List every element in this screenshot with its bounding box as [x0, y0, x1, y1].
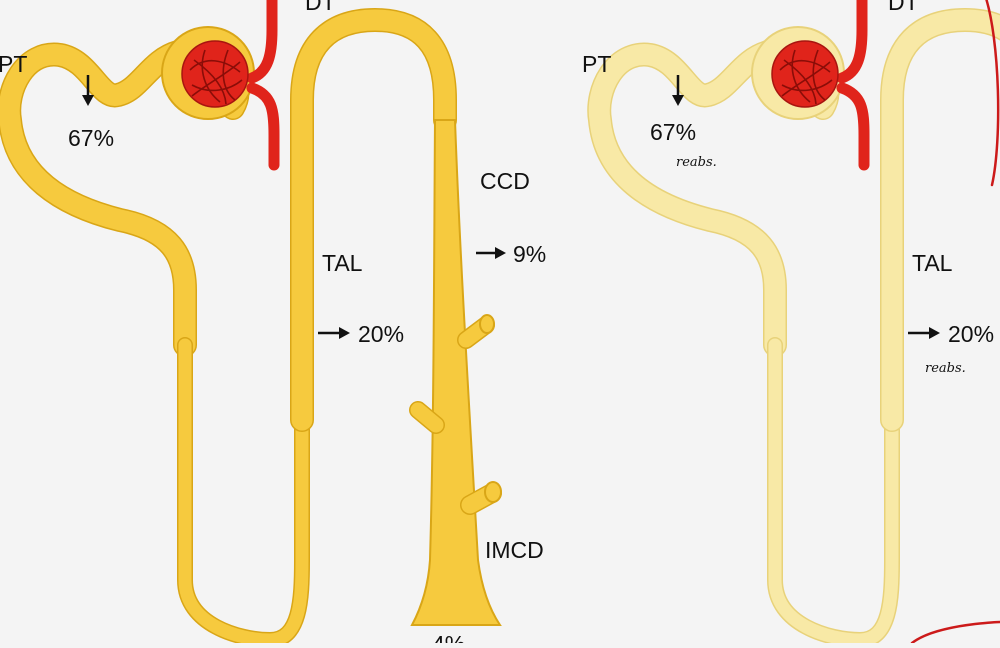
left-label-ccd: CCD: [480, 168, 530, 194]
right-arrows: [672, 75, 940, 339]
left-label-tal: TAL: [322, 250, 363, 276]
left-glomerulus-network: [189, 49, 243, 105]
left-label-ccd-pct: 9%: [513, 241, 546, 267]
left-collecting-duct: [410, 119, 502, 626]
right-labels: DT PT 67% TAL 20%: [582, 0, 994, 347]
left-duct-branch-upper-opening: [479, 314, 495, 334]
right-annotations: reabs. reabs.: [676, 0, 1000, 643]
left-vessel-efferent: [246, 82, 280, 171]
right-glomerulus-network: [779, 49, 833, 105]
right-thick-ascending-limb: [881, 9, 1000, 431]
left-arrows: [82, 75, 506, 339]
annotation-scribble-bottom: [910, 620, 1000, 643]
left-duct-branch-left: [410, 402, 444, 433]
right-loop-of-henle: [768, 338, 899, 643]
handwritten-note-pt: reabs.: [676, 155, 717, 170]
left-label-pt: PT: [0, 51, 27, 77]
left-label-dt: DT: [305, 0, 336, 15]
left-label-imcd: IMCD: [485, 537, 544, 563]
right-label-dt: DT: [888, 0, 919, 15]
annotation-bracket-right: [985, 0, 1000, 187]
right-label-tal-pct: 20%: [948, 321, 994, 347]
right-vessel-efferent: [836, 82, 870, 171]
left-thick-ascending-limb: [291, 9, 456, 431]
left-duct-branch-lower-opening: [484, 481, 502, 503]
left-panel: DT PT 67% TAL 20% CCD 9% IMCD 4%: [0, 0, 546, 643]
handwritten-note-tal: reabs.: [925, 361, 966, 376]
left-nephron: [0, 0, 502, 643]
left-label-tal-pct: 20%: [358, 321, 404, 347]
left-label-pt-pct: 67%: [68, 125, 114, 151]
right-label-pt: PT: [582, 51, 611, 77]
left-loop-of-henle: [178, 338, 309, 643]
right-nephron: [587, 0, 1000, 643]
left-labels: DT PT 67% TAL 20% CCD 9% IMCD 4%: [0, 0, 546, 643]
right-label-tal: TAL: [912, 250, 953, 276]
left-vessel-afferent: [246, 0, 278, 84]
right-vessel-afferent: [836, 0, 868, 84]
right-label-pt-pct: 67%: [650, 119, 696, 145]
left-label-imcd-pct: 4%: [432, 631, 465, 643]
right-panel: DT PT 67% TAL 20% reabs. reabs.: [582, 0, 1000, 643]
